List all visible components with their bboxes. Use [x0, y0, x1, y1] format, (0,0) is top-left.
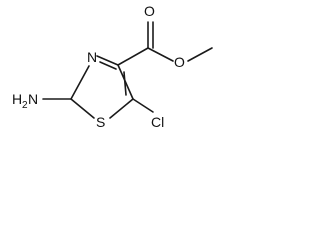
chemical-structure-diagram: N S H 2 N O O Cl	[0, 0, 234, 144]
amine-subscript-label: 2	[22, 100, 28, 111]
bond-s1-c2	[70, 98, 95, 119]
bond-c2-n3	[70, 65, 90, 100]
ester-oxygen-label: O	[174, 54, 185, 70]
carbonyl-oxygen-label: O	[144, 3, 155, 19]
molecule-svg: N S H 2 N O O Cl	[12, 3, 213, 130]
bond-c-oester	[147, 47, 174, 62]
chlorine-label: Cl	[151, 114, 164, 130]
bond-n3-c4	[96, 55, 119, 66]
ring-sulfur-label: S	[96, 114, 105, 130]
bond-oester-methyl	[187, 47, 213, 62]
amine-n-label: N	[28, 91, 38, 107]
bond-c4-c5-inner	[123, 71, 127, 96]
bond-c5-s1	[109, 98, 134, 119]
bond-c4-cester	[117, 47, 149, 66]
bond-c5-cl	[132, 98, 154, 113]
bond-n3-c4-inner	[99, 61, 117, 70]
ring-nitrogen-label: N	[87, 49, 97, 65]
amine-h-label: H	[12, 91, 22, 107]
